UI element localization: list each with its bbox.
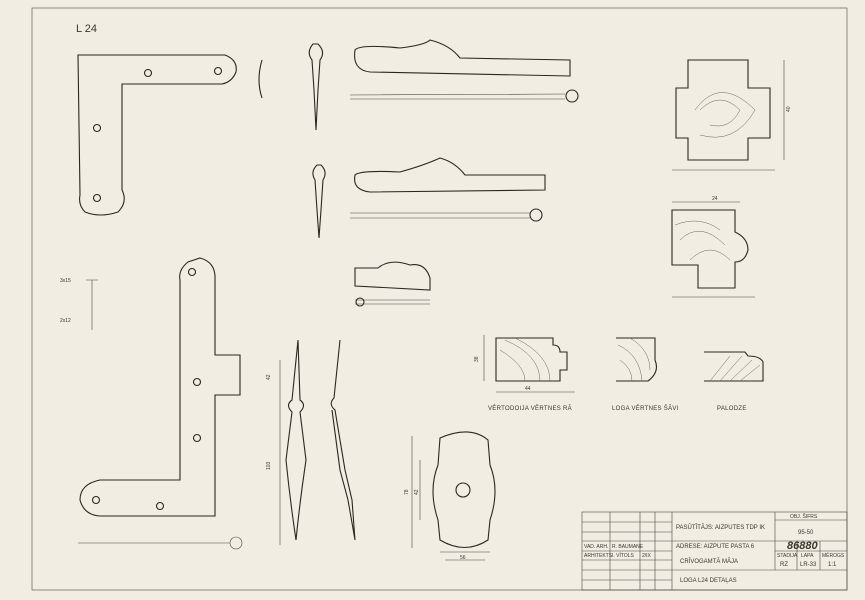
dim-plate-inner: 42 xyxy=(414,489,420,495)
pintle-spike-2 xyxy=(312,164,326,239)
title-block: VAD. ARH. R. BAUMANE ARHITEKTS I. VĪTOLS… xyxy=(581,511,848,591)
dim-frame-height: 38 xyxy=(474,356,480,362)
dim-pin-length: 103 xyxy=(266,461,272,470)
building: CRĪVOGAMTĀ MĀJA xyxy=(680,558,738,565)
beam-section-2 xyxy=(671,209,749,289)
sheet-id: L 24 xyxy=(76,23,97,35)
beam-section-1 xyxy=(675,59,771,161)
client: PASŪTĪTĀJS: AIZPUTES TDP IK xyxy=(676,524,765,531)
label-sill: PALODZE xyxy=(717,406,747,412)
dim-frame-width: 44 xyxy=(525,386,531,392)
nail-note-1: 3x15 xyxy=(60,278,71,284)
pintle-spike-1 xyxy=(308,43,324,131)
pin-long-2 xyxy=(330,339,356,541)
escutcheon-plate xyxy=(432,431,496,549)
scale-label: MĒROGS xyxy=(822,552,845,559)
label-window-sash: LOGA VĒRTNES ŠĀVI xyxy=(612,405,679,412)
role-2: ARHITEKTS xyxy=(584,553,613,559)
sheet-number: LR-33 xyxy=(800,562,817,568)
address: ADRESE: AIZPUTE PASTA 6 xyxy=(676,544,755,550)
scale: 1:1 xyxy=(828,562,837,568)
window-sash-section xyxy=(616,337,657,382)
dim-pin-top: 42 xyxy=(266,374,272,380)
corner-bracket-top xyxy=(77,54,237,216)
bracket-section xyxy=(258,59,263,99)
date: 2/IX xyxy=(642,553,652,559)
sheet-border xyxy=(31,7,848,591)
archive-number: 86880 xyxy=(787,540,818,552)
latch-bar-1 xyxy=(354,39,571,77)
latch-bar-small xyxy=(354,261,431,291)
dim-plate-width: 56 xyxy=(460,555,466,561)
strap-hinge xyxy=(79,257,241,517)
stage: RZ xyxy=(780,562,788,568)
stage-label: STADIJA xyxy=(777,553,798,559)
object-code-label: OBJ. ŠIFRS xyxy=(790,513,818,520)
label-sash-profile: VĒRTODOIJA VĒRTNES RĀ xyxy=(488,405,572,412)
sash-profile-section: 38 44 xyxy=(474,335,575,393)
name-2: I. VĪTOLS xyxy=(612,552,635,559)
sill-section xyxy=(704,351,764,382)
object-code: 95-50 xyxy=(798,530,814,536)
nail-note-2: 2x12 xyxy=(60,318,71,324)
dim-plate-height: 78 xyxy=(404,489,410,495)
role-1: VAD. ARH. xyxy=(584,544,608,550)
pin-long-1 xyxy=(285,339,307,541)
dim-beam-top: 24 xyxy=(712,196,718,202)
name-1: R. BAUMANE xyxy=(612,544,644,550)
latch-bar-2 xyxy=(354,157,546,193)
sheet-label: LAPA xyxy=(801,553,814,559)
dim-beam-side: 40 xyxy=(786,106,792,112)
sheet-title: LOGA L24 DETAĻAS xyxy=(680,578,737,584)
